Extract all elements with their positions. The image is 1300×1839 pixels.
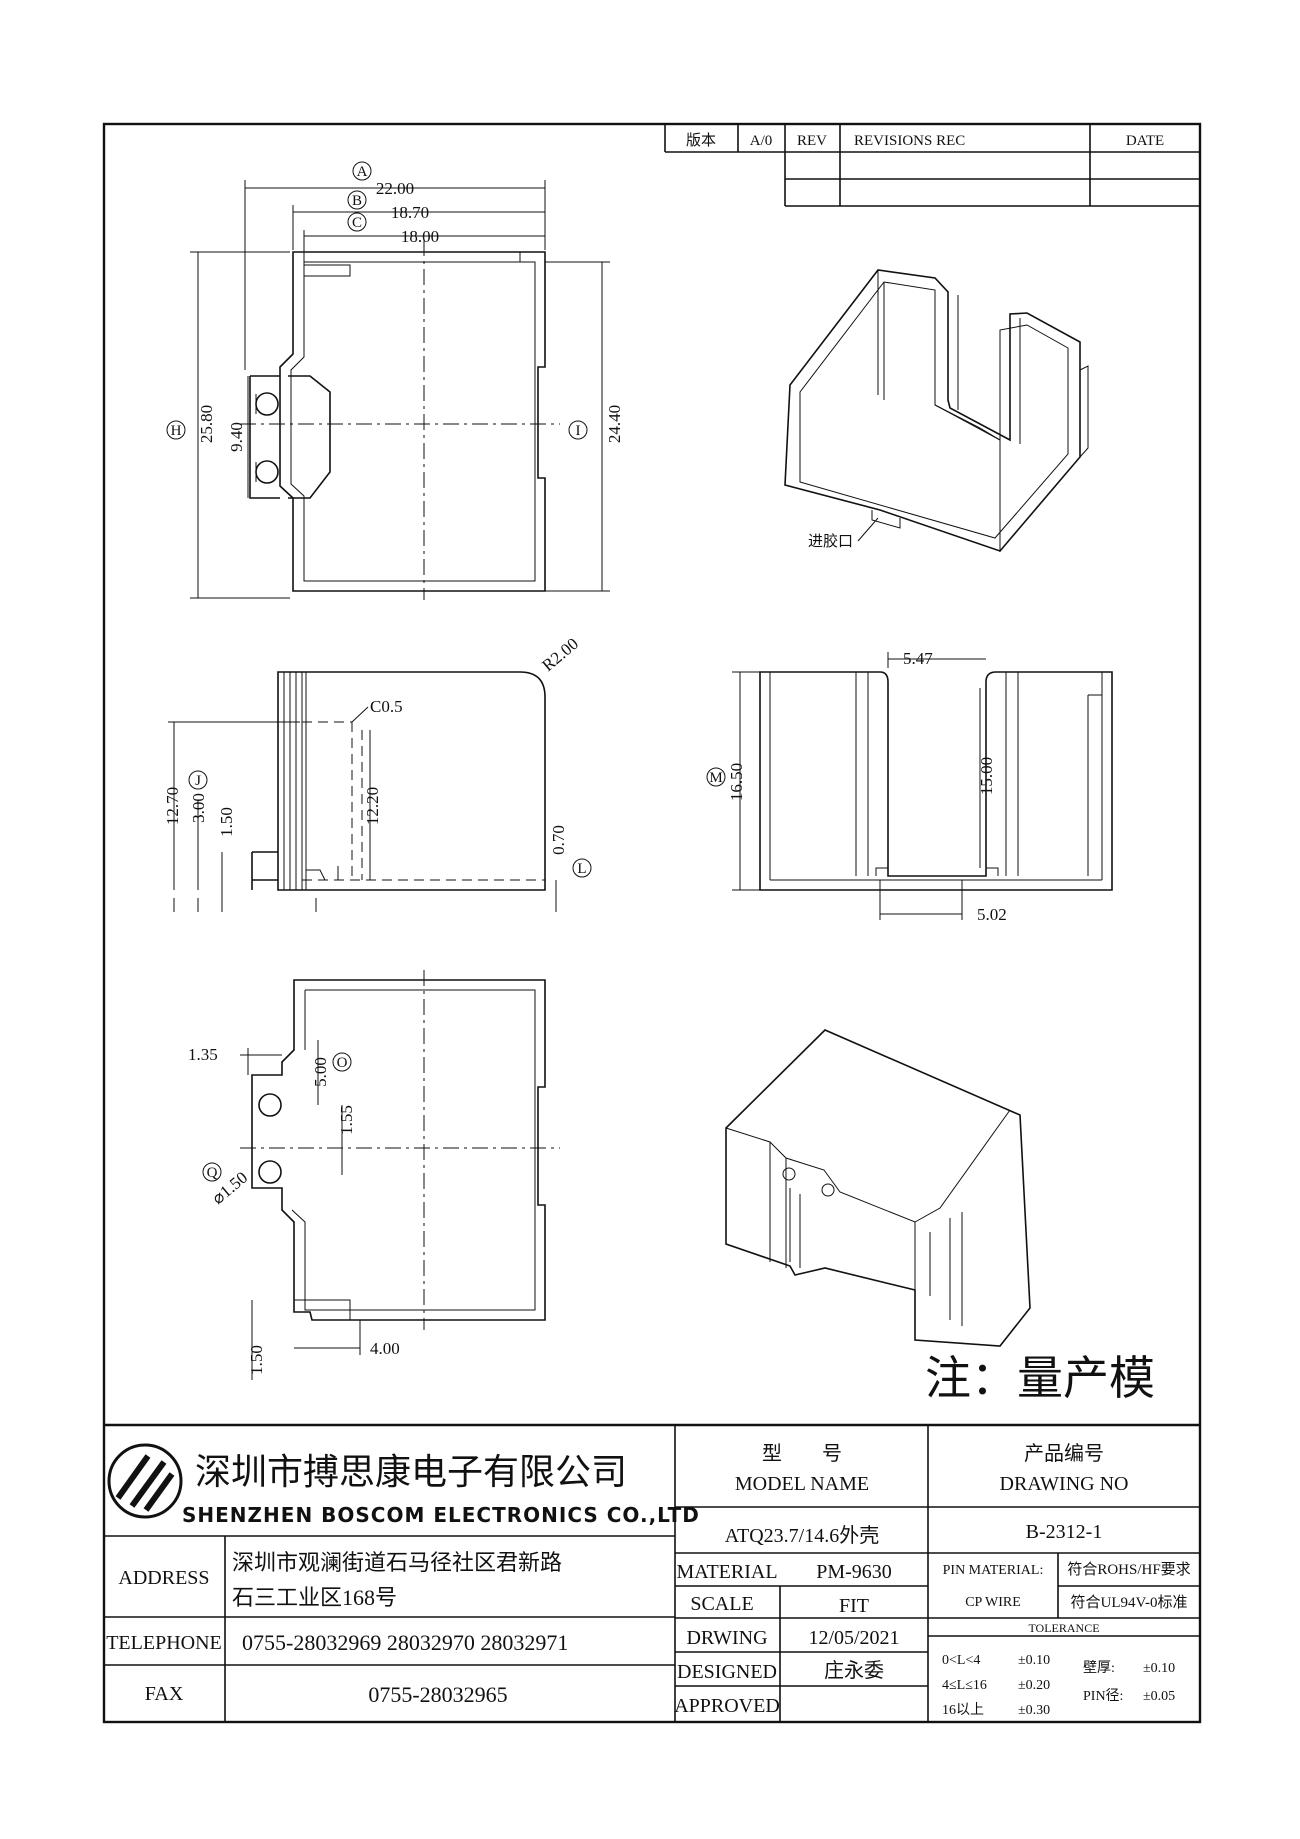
label-i: I: [576, 423, 581, 439]
company-logo: [107, 1443, 183, 1519]
version-value: A/0: [750, 133, 773, 149]
isometric-open-view: 进胶口: [784, 269, 1089, 552]
dim-bot-155: 1.55: [337, 1105, 356, 1135]
designed-value: 庄永委: [824, 1659, 884, 1682]
date-label: DATE: [1126, 133, 1164, 149]
tol-row1-range: 0<L<4: [942, 1653, 980, 1668]
version-label: 版本: [686, 132, 716, 149]
gate-callout: 进胶口: [808, 533, 853, 550]
tol-row2-val: ±0.20: [1018, 1678, 1050, 1693]
tolerance-label: TOLERANCE: [1028, 1621, 1099, 1635]
dim-side-small: 1.50: [217, 807, 236, 837]
isometric-closed-view: [725, 1029, 1031, 1347]
drwing-value: 12/05/2021: [808, 1627, 899, 1649]
dim-h: 25.80: [197, 405, 216, 443]
bottom-view: 1.35 5.00 O 1.55 ⌀1.50 Q 1.50 4.00: [188, 970, 560, 1380]
dim-i: 24.40: [605, 405, 624, 443]
dim-m: 16.50: [727, 763, 746, 801]
label-h: H: [171, 423, 182, 439]
dim-bot-500: 5.00: [311, 1057, 330, 1087]
front-view: 5.47 16.50 M 15.00 5.02: [706, 649, 1113, 924]
label-a: A: [357, 164, 368, 180]
address-line2: 石三工业区168号: [232, 1585, 397, 1610]
dim-side-total: 12.70: [163, 787, 182, 825]
wall-val: ±0.10: [1143, 1661, 1175, 1676]
top-view: 22.00 A 18.70 B 18.00 C 25.80 H 9.40 24.…: [166, 161, 624, 600]
pin-hole: [258, 1160, 282, 1184]
dim-side-inner: 12.20: [363, 787, 382, 825]
address-line1: 深圳市观澜街道石马径社区君新路: [232, 1550, 562, 1575]
pin-material-label: PIN MATERIAL:: [943, 1563, 1044, 1578]
tol-row2-range: 4≤L≤16: [942, 1678, 987, 1693]
dim-gap-top: 5.47: [903, 649, 933, 668]
label-l: L: [577, 861, 586, 877]
pin-hole: [255, 392, 279, 416]
dim-b: 18.70: [391, 203, 429, 222]
dim-gap-bottom: 5.02: [977, 905, 1007, 924]
material-label: MATERIAL: [676, 1561, 777, 1583]
designed-label: DESIGNED: [677, 1661, 777, 1683]
telephone-value: 0755-28032969 28032970 28032971: [242, 1630, 568, 1655]
scale-label: SCALE: [690, 1593, 753, 1615]
drawing-value: B-2312-1: [1026, 1521, 1103, 1543]
production-note: 注：量产模: [925, 1351, 1155, 1405]
tol-row3-range: 16以上: [942, 1702, 984, 1718]
label-q: Q: [207, 1165, 218, 1181]
label-c: C: [352, 215, 362, 231]
dim-c: 18.00: [401, 227, 439, 246]
drwing-label: DRWING: [686, 1627, 767, 1649]
address-label: ADDRESS: [118, 1567, 209, 1589]
drawing-label-en: DRAWING NO: [1000, 1473, 1129, 1495]
label-m: M: [709, 770, 722, 786]
dim-a: 22.00: [376, 179, 414, 198]
pin-val: ±0.05: [1143, 1689, 1175, 1704]
dim-chamfer: C0.5: [370, 697, 403, 716]
fax-value: 0755-28032965: [368, 1682, 507, 1707]
rev-label: REV: [797, 133, 827, 149]
dim-bot-135: 1.35: [188, 1045, 218, 1064]
model-value: ATQ23.7/14.6外壳: [725, 1524, 879, 1547]
dim-inner-h: 15.00: [977, 757, 996, 795]
dim-bot-400: 4.00: [370, 1339, 400, 1358]
pin-hole: [255, 460, 279, 484]
ul-compliance: 符合UL94V-0标准: [1071, 1594, 1188, 1611]
company-name-cn: 深圳市搏思康电子有限公司: [195, 1452, 627, 1493]
drawing-frame: [102, 122, 1202, 1724]
rohs-compliance: 符合ROHS/HF要求: [1067, 1561, 1190, 1578]
scale-value: FIT: [839, 1595, 869, 1617]
cp-wire-label: CP WIRE: [965, 1595, 1021, 1610]
label-b: B: [352, 193, 362, 209]
dim-side-j: 3.00: [189, 793, 208, 823]
model-label-cn: 型 号: [762, 1442, 842, 1465]
label-j: J: [195, 773, 201, 789]
dim-radius: R2.00: [538, 634, 582, 675]
material-value: PM-9630: [816, 1561, 892, 1583]
label-o: O: [337, 1055, 348, 1071]
revisions-rec-label: REVISIONS REC: [854, 133, 965, 149]
title-block: 深圳市搏思康电子有限公司 SHENZHEN BOSCOM ELECTRONICS…: [104, 1423, 1200, 1722]
revision-table: 版本 A/0 REV REVISIONS REC DATE: [664, 124, 1200, 207]
dim-side-l: 0.70: [549, 825, 568, 855]
drawing-label-cn: 产品编号: [1024, 1442, 1104, 1465]
wall-label: 壁厚:: [1083, 1660, 1115, 1676]
approved-label: APPROVED: [674, 1695, 780, 1717]
dim-bot-150: 1.50: [247, 1345, 266, 1375]
model-label-en: MODEL NAME: [735, 1473, 869, 1495]
company-name-en: SHENZHEN BOSCOM ELECTRONICS CO.,LTD: [182, 1503, 700, 1527]
tol-row3-val: ±0.30: [1018, 1703, 1050, 1718]
pin-label: PIN径:: [1083, 1688, 1123, 1704]
pin-hole: [258, 1093, 282, 1117]
side-view: C0.5 R2.00 12.70 3.00 J 1.50 12.20 0.70 …: [163, 634, 592, 912]
tol-row1-val: ±0.10: [1018, 1653, 1050, 1668]
telephone-label: TELEPHONE: [106, 1632, 222, 1654]
dim-h-inner: 9.40: [227, 422, 246, 452]
fax-label: FAX: [145, 1683, 184, 1705]
